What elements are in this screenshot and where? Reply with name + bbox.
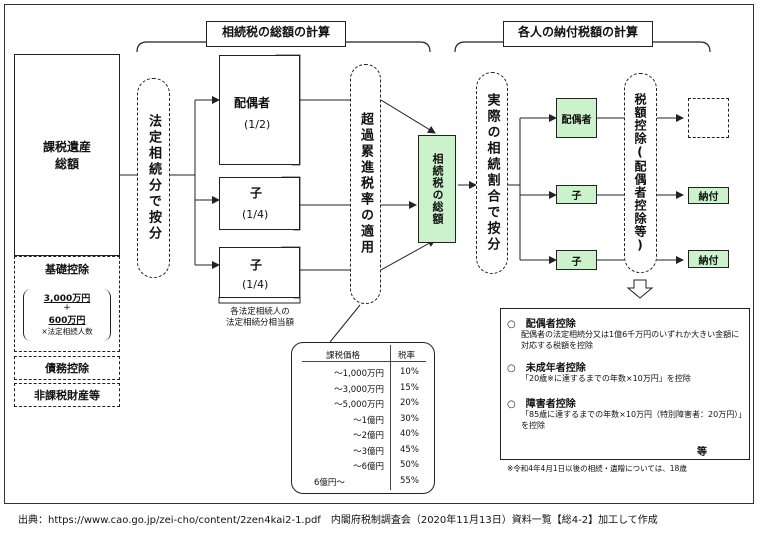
heir-name: 子 (250, 186, 263, 200)
payment-empty-box (688, 98, 729, 138)
heir-name: 配偶者 (234, 96, 271, 110)
rate-table-rate-cell: 30% (400, 413, 419, 424)
legal-split-box: 法定相続分で按分 (137, 78, 170, 278)
source-caption: 出典：https://www.cao.go.jp/zei-cho/content… (18, 515, 658, 526)
rate-table-header-rate: 税率 (398, 351, 416, 361)
heir-share: (1/2) (244, 118, 271, 131)
rate-table-header-price: 課税価格 (326, 351, 361, 361)
deduction-amount-1: 3,000万円 (43, 294, 91, 304)
rate-table-price-cell: ～6億円 (353, 462, 384, 472)
basic-deduction-label: 基礎控除 (45, 263, 89, 276)
rate-table-rate-cell: 50% (400, 460, 419, 470)
debt-deduction-box: 債務控除 (14, 356, 120, 380)
rate-table-price-cell: ～5,000万円 (334, 400, 384, 410)
deduction-formula: 3,000万円 + 600万円 ×法定相続人数 (23, 289, 111, 341)
individual-child-2-box: 子 (556, 250, 597, 270)
tax-credit-box: 税額控除(配偶者控除等) (624, 73, 657, 273)
actual-split-box: 実際の相続割合で按分 (476, 72, 508, 274)
heirs-note: 各法定相続人の 法定相続分相当額 (225, 307, 294, 328)
non-taxable-box: 非課税財産等 (14, 383, 120, 407)
header-total-calc: 相続税の総額の計算 (206, 21, 346, 47)
heir-share: (1/4) (242, 208, 269, 221)
rate-table-price-cell: ～1億円 (353, 415, 384, 426)
rate-table-price-cell: ～3,000万円 (334, 384, 384, 395)
minor-deduction-title: ○ 未成年者控除 (507, 363, 586, 374)
progressive-rate-box: 超過累進税率の適用 (350, 64, 381, 304)
heir-box-child-2: 子 (1/4) (219, 247, 300, 298)
heir-share: (1/4) (242, 278, 269, 291)
taxable-estate-box: 課税遺産 総額 (14, 54, 120, 256)
heir-box-child-1: 子 (1/4) (219, 177, 300, 230)
payment-box-child-1: 納付 (688, 187, 729, 204)
basic-deduction-box: 基礎控除 3,000万円 + 600万円 ×法定相続人数 (14, 256, 120, 352)
heir-box-spouse: 配偶者 (1/2) (219, 55, 300, 165)
rate-table-rate-cell: 10% (400, 367, 419, 377)
rate-table-price-cell: ～2億円 (353, 431, 384, 441)
rate-table-rate-cell: 55% (400, 475, 419, 486)
individual-child-1-box: 子 (556, 185, 597, 204)
minor-deduction-desc: 「20歳※に達するまでの年数×10万円」を控除 (521, 374, 691, 383)
rate-table-price-cell: 6億円～ (314, 477, 345, 488)
rate-table-price-cell: ～3億円 (353, 446, 384, 457)
deduction-amount-2: 600万円 (48, 316, 86, 326)
spouse-deduction-desc: 配偶者の法定相続分又は1億6千万円のいずれか大きい金額に対応する税額を控除 (521, 330, 740, 350)
rate-table-rate-cell: 45% (400, 444, 419, 455)
rate-table-rate-cell: 40% (400, 429, 419, 439)
payment-box-child-2: 納付 (688, 250, 729, 268)
rate-table-price-cell: ～1,000万円 (334, 369, 384, 379)
deduction-footnote: ※令和4年4月1日以後の相続・遺贈については、18歳 (507, 464, 687, 473)
deduction-plus: + (63, 303, 71, 313)
diagram-frame (4, 4, 754, 504)
rate-table: 課税価格 税率 ～1,000万円 10% ～3,000万円 15% ～5,000万円 20… (291, 342, 435, 494)
rate-table-rate-cell: 15% (400, 382, 419, 393)
deductions-etc: 等 (697, 447, 707, 458)
heir-name: 子 (250, 258, 263, 272)
total-tax-box: 相続税の総額 (418, 135, 456, 243)
disabled-deduction-title: ○ 障害者控除 (507, 399, 576, 410)
individual-spouse-box: 配偶者 (556, 98, 597, 138)
disabled-deduction-desc: 「85歳に達するまでの年数×10万円（特別障害者：20万円）」を控除 (521, 410, 743, 430)
header-individual-calc: 各人の納付税額の計算 (503, 21, 653, 47)
deduction-details-box: ○ 配偶者控除 配偶者の法定相続分又は1億6千万円のいずれか大きい金額に対応する… (500, 308, 750, 460)
spouse-deduction-title: ○ 配偶者控除 (507, 319, 576, 330)
down-arrow-icon (626, 279, 654, 299)
deduction-note: ×法定相続人数 (41, 327, 93, 336)
rate-table-rate-cell: 20% (400, 398, 419, 408)
